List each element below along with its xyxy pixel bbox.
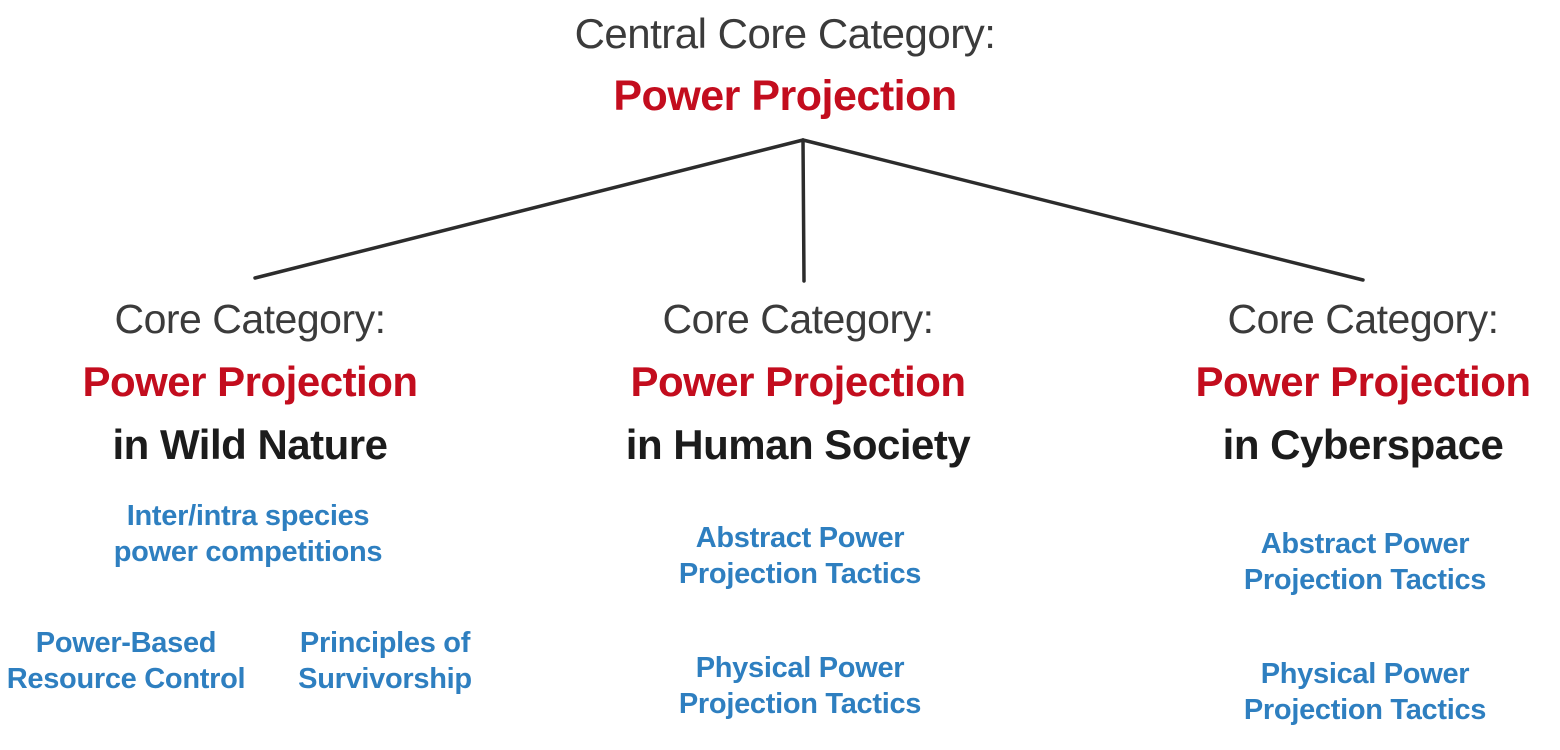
connector-left-line [253, 138, 805, 280]
subcategory-abstract-power-projection-tactics-cyber: Abstract Power Projection Tactics [1175, 526, 1555, 598]
connector-center-line [801, 138, 806, 283]
subcategory-line: Projection Tactics [1243, 694, 1487, 726]
subcategory-abstract-power-projection-tactics-human: Abstract Power Projection Tactics [610, 520, 990, 592]
subcategory-power-based-resource-control: Power-Based Resource Control [6, 625, 246, 697]
subcategory-line: Projection Tactics [1243, 564, 1487, 596]
central-core-category-node: Central Core Category: Power Projection [485, 6, 1085, 122]
subcategory-line: Principles of [299, 627, 471, 659]
subcategory-line: power competitions [113, 536, 383, 568]
central-core-category-title: Power Projection [613, 72, 957, 120]
branch-cyberspace-title: Power Projection [1195, 358, 1531, 405]
branch-wild-nature-title: Power Projection [82, 358, 418, 405]
connector-right-line [801, 138, 1365, 282]
subcategory-inter-intra-species-power-competitions: Inter/intra species power competitions [58, 498, 438, 570]
subcategory-line: Abstract Power [695, 522, 905, 554]
subcategory-line: Abstract Power [1260, 528, 1470, 560]
branch-cyberspace-subtitle: in Cyberspace [1222, 421, 1504, 468]
subcategory-physical-power-projection-tactics-human: Physical Power Projection Tactics [610, 650, 990, 722]
subcategory-line: Projection Tactics [678, 558, 922, 590]
subcategory-physical-power-projection-tactics-cyber: Physical Power Projection Tactics [1175, 656, 1555, 728]
branch-human-society-label: Core Category: [662, 296, 934, 342]
central-core-category-label: Central Core Category: [574, 10, 996, 57]
subcategory-line: Resource Control [6, 663, 246, 695]
subcategory-line: Projection Tactics [678, 688, 922, 720]
subcategory-principles-of-survivorship: Principles of Survivorship [265, 625, 505, 697]
subcategory-line: Inter/intra species [126, 500, 370, 532]
branch-cyberspace-label: Core Category: [1227, 296, 1499, 342]
branch-wild-nature: Core Category: Power Projection in Wild … [30, 293, 470, 471]
subcategory-line: Physical Power [695, 652, 905, 684]
branch-cyberspace: Core Category: Power Projection in Cyber… [1143, 293, 1560, 471]
subcategory-line: Physical Power [1260, 658, 1470, 690]
branch-human-society: Core Category: Power Projection in Human… [578, 293, 1018, 471]
subcategory-line: Power-Based [35, 627, 217, 659]
branch-wild-nature-label: Core Category: [114, 296, 386, 342]
branch-human-society-subtitle: in Human Society [625, 421, 971, 468]
branch-wild-nature-subtitle: in Wild Nature [112, 421, 388, 468]
branch-human-society-title: Power Projection [630, 358, 966, 405]
subcategory-line: Survivorship [298, 663, 472, 695]
